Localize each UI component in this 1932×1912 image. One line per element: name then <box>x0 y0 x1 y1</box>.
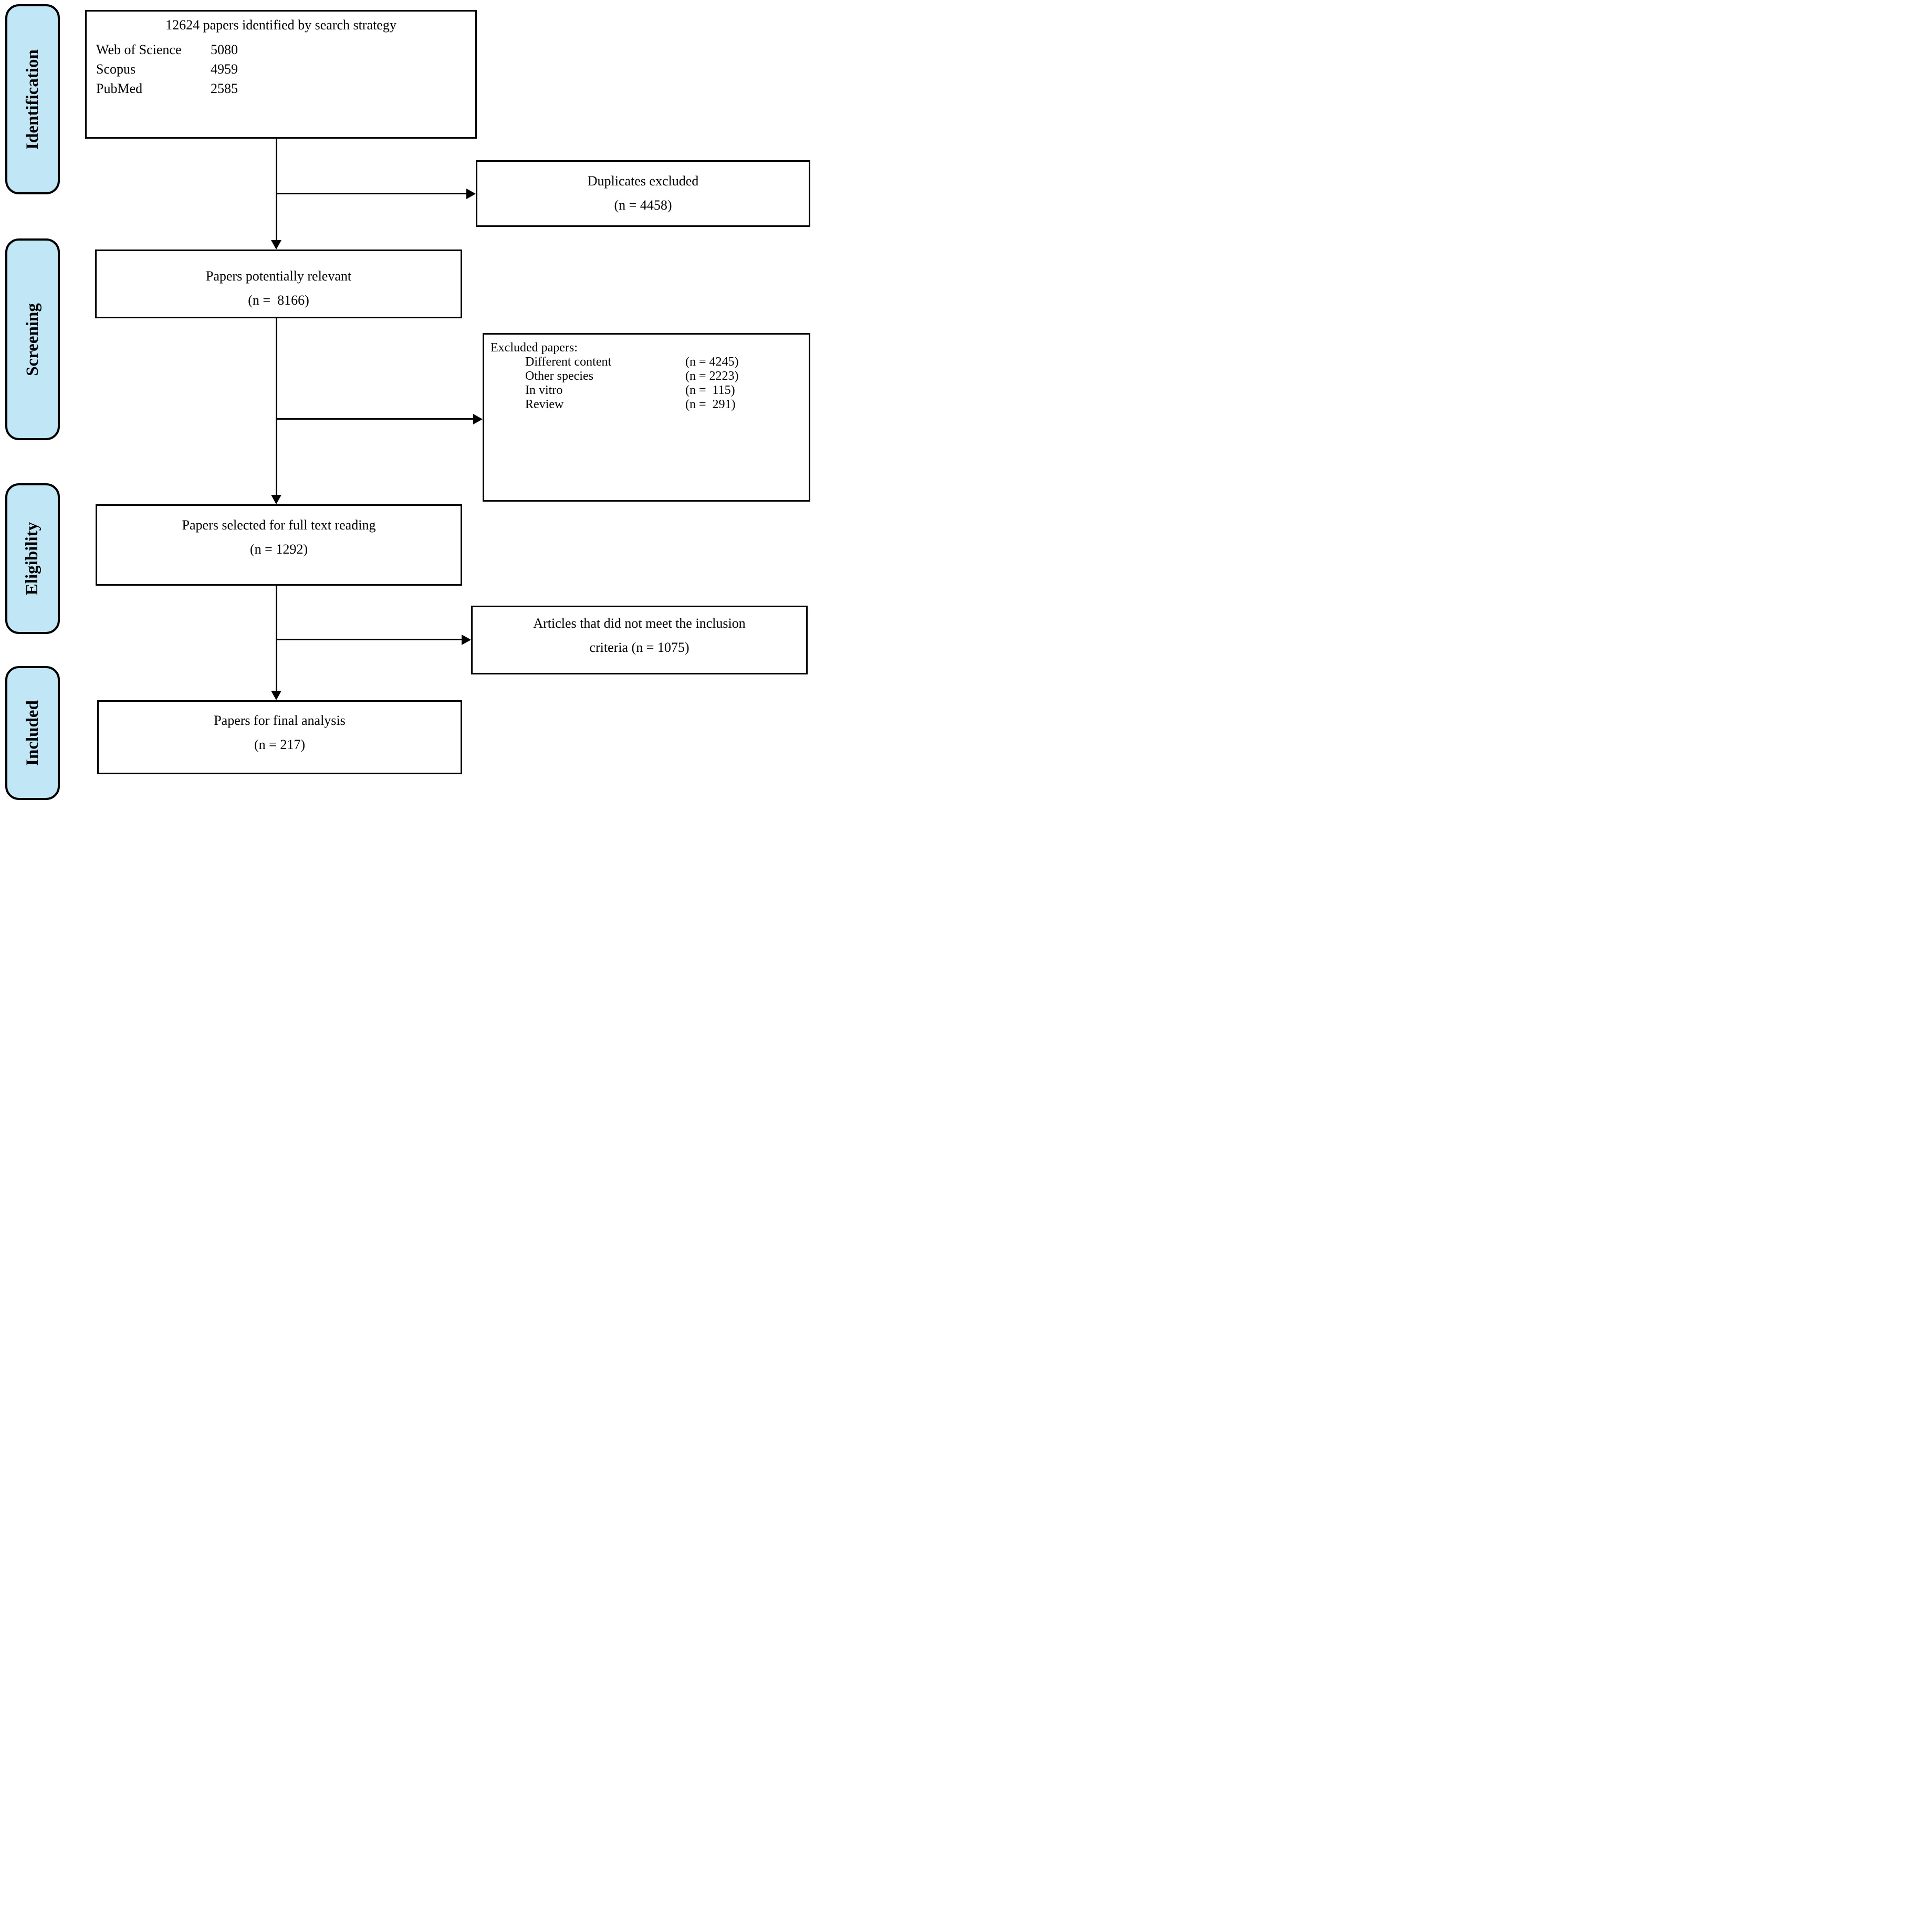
box-excluded-papers: Excluded papers: Different content (n = … <box>483 333 810 502</box>
source-name: PubMed <box>96 81 143 96</box>
box-duplicates-excluded: Duplicates excluded (n = 4458) <box>476 160 810 227</box>
stage-label-eligibility: Eligibility <box>23 522 42 596</box>
down-arrow-icon <box>271 495 281 504</box>
relevant-count: (n = 8166) <box>248 293 309 308</box>
excluded-item: Review (n = 291) <box>484 398 809 412</box>
prisma-flow-diagram: Identification Screening Eligibility Inc… <box>0 0 812 804</box>
excluded-reason: Other species <box>525 369 593 383</box>
excluded-item: Other species (n = 2223) <box>484 369 809 383</box>
identified-title: 12624 papers identified by search strate… <box>165 17 396 33</box>
notmet-line2: criteria (n = 1075) <box>589 640 690 655</box>
stage-band-screening: Screening <box>5 238 60 440</box>
source-row: Web of Science 5080 <box>87 40 475 59</box>
excluded-count: (n = 291) <box>685 398 736 411</box>
stage-label-included: Included <box>23 700 42 766</box>
excluded-reason: Different content <box>525 355 612 369</box>
excluded-count: (n = 115) <box>685 383 735 397</box>
source-name: Scopus <box>96 61 136 77</box>
source-row: Scopus 4959 <box>87 59 475 79</box>
notmet-line1: Articles that did not meet the inclusion <box>533 616 746 631</box>
fulltext-line1: Papers selected for full text reading <box>182 517 376 533</box>
stage-band-eligibility: Eligibility <box>5 483 60 634</box>
box-potentially-relevant: Papers potentially relevant (n = 8166) <box>95 250 462 318</box>
stage-band-identification: Identification <box>5 4 60 194</box>
excluded-item: Different content (n = 4245) <box>484 355 809 369</box>
excluded-reason: Review <box>525 398 564 411</box>
stage-band-included: Included <box>5 666 60 800</box>
relevant-line1: Papers potentially relevant <box>205 268 352 284</box>
box-identified-papers: 12624 papers identified by search strate… <box>85 10 477 139</box>
right-arrow-icon <box>473 414 483 424</box>
duplicates-count: (n = 4458) <box>614 198 672 213</box>
connector-to-notmet <box>277 639 462 640</box>
excluded-item: In vitro (n = 115) <box>484 383 809 398</box>
source-count: 2585 <box>211 81 238 96</box>
source-name: Web of Science <box>96 42 182 57</box>
excluded-count: (n = 2223) <box>685 369 739 383</box>
source-count: 4959 <box>211 61 238 77</box>
connector-identified-to-relevant <box>276 139 277 240</box>
fulltext-count: (n = 1292) <box>250 542 308 557</box>
identified-sources: Web of Science 5080 Scopus 4959 PubMed 2… <box>87 40 475 98</box>
excluded-count: (n = 4245) <box>685 355 739 369</box>
box-fulltext-selected: Papers selected for full text reading (n… <box>96 504 462 586</box>
source-count: 5080 <box>211 42 238 57</box>
connector-relevant-to-fulltext <box>276 318 277 495</box>
connector-to-excluded <box>277 418 473 420</box>
right-arrow-icon <box>462 635 471 645</box>
excluded-title: Excluded papers: <box>490 341 578 355</box>
source-row: PubMed 2585 <box>87 79 475 98</box>
box-final-analysis: Papers for final analysis (n = 217) <box>97 700 462 774</box>
right-arrow-icon <box>466 189 476 199</box>
down-arrow-icon <box>271 240 281 250</box>
stage-label-screening: Screening <box>23 303 42 376</box>
box-not-meeting-criteria: Articles that did not meet the inclusion… <box>471 606 808 674</box>
down-arrow-icon <box>271 691 281 700</box>
stage-label-identification: Identification <box>23 49 42 150</box>
connector-to-duplicates <box>277 193 466 194</box>
final-count: (n = 217) <box>254 737 305 752</box>
excluded-reason: In vitro <box>525 383 563 397</box>
connector-fulltext-to-final <box>276 586 277 691</box>
final-line1: Papers for final analysis <box>214 713 346 728</box>
duplicates-line1: Duplicates excluded <box>587 173 699 189</box>
